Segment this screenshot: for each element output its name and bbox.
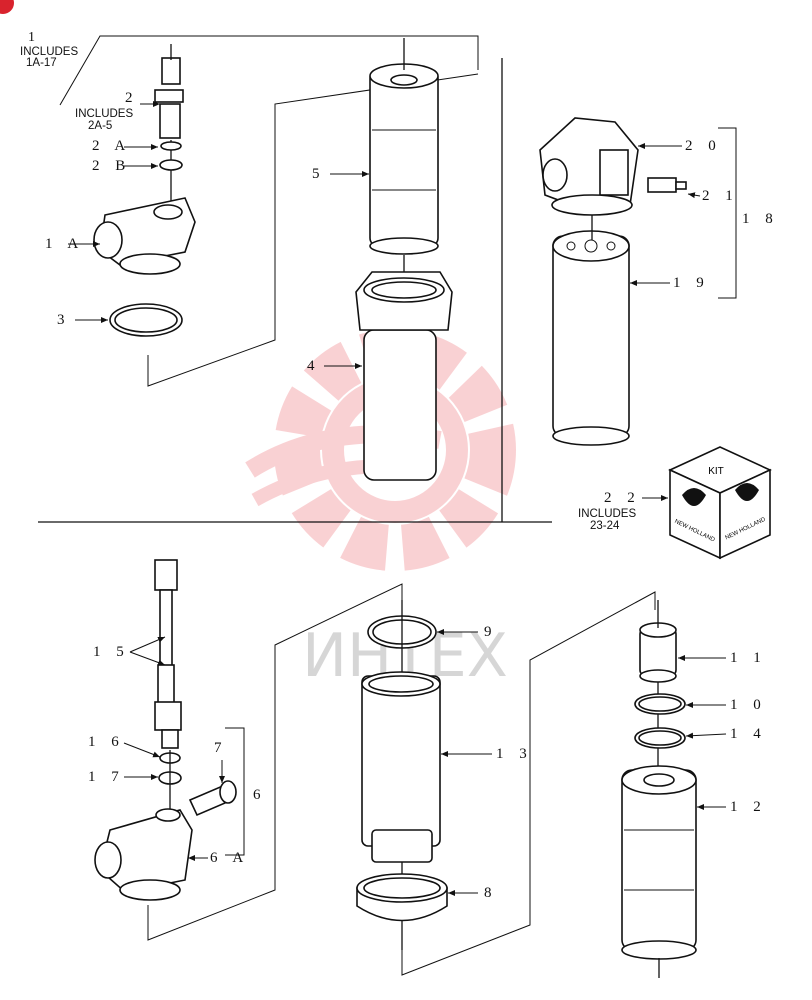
kit-label: KIT [708, 466, 724, 477]
part-1a-housing [93, 197, 196, 275]
part-13-filter-element [361, 671, 441, 863]
part-19-spin-on-filter [552, 230, 630, 446]
label-2-range: 2A-5 [88, 120, 113, 132]
label-22-range: 23-24 [590, 520, 620, 532]
label-1: 1 [28, 30, 35, 45]
label-13: 1 3 [496, 746, 533, 762]
part-22-kit-box [668, 446, 772, 560]
label-22: 2 2 [604, 490, 641, 506]
part-2-sensor [154, 44, 184, 139]
label-20: 2 0 [685, 138, 722, 154]
label-11: 1 1 [730, 650, 767, 666]
label-6: 6 [253, 787, 267, 803]
label-22-includes: INCLUDES [578, 508, 637, 520]
label-18: 1 8 [742, 211, 779, 227]
corner-badge [0, 0, 14, 14]
bracket-18 [718, 127, 737, 299]
part-12-filter-element [621, 765, 697, 960]
label-3: 3 [57, 312, 71, 328]
part-8-ring [356, 873, 448, 922]
part-2b-oring [159, 159, 183, 171]
label-10: 1 0 [730, 697, 767, 713]
group-bracket-bottom-left [147, 583, 403, 941]
label-2-includes: INCLUDES [75, 108, 134, 120]
group-bracket-bottom-right [401, 591, 656, 976]
label-2a: 2 A [92, 138, 132, 154]
part-21-sensor [647, 177, 687, 193]
part-20-filter-head [539, 117, 639, 216]
label-2b: 2 B [92, 158, 132, 174]
label-12: 1 2 [730, 799, 767, 815]
part-4-filter-bowl [355, 271, 453, 481]
label-15: 1 5 [93, 644, 130, 660]
group-bracket-1b [147, 73, 479, 387]
group-bracket-1 [59, 35, 479, 106]
label-9: 9 [484, 624, 498, 640]
label-21: 2 1 [702, 188, 739, 204]
label-6a: 6 A [210, 850, 250, 866]
bracket-6 [225, 727, 245, 856]
part-2a-oring [160, 141, 182, 151]
label-1-range: 1A-17 [26, 57, 57, 69]
label-16: 1 6 [88, 734, 125, 750]
label-4: 4 [307, 358, 321, 374]
label-1-includes: INCLUDES [20, 46, 79, 58]
part-15-sensor [154, 559, 182, 749]
label-7: 7 [214, 740, 228, 756]
part-5-filter-element [369, 63, 439, 255]
label-17: 1 7 [88, 769, 125, 785]
label-1a: 1 A [45, 236, 85, 252]
label-5: 5 [312, 166, 326, 182]
label-8: 8 [484, 885, 498, 901]
leader-lines [68, 101, 727, 896]
part-11-adapter [639, 622, 677, 683]
label-2: 2 [125, 90, 139, 106]
part-7-fitting [188, 780, 237, 817]
part-6a-housing [94, 808, 193, 901]
label-19: 1 9 [673, 275, 710, 291]
label-14: 1 4 [730, 726, 767, 742]
